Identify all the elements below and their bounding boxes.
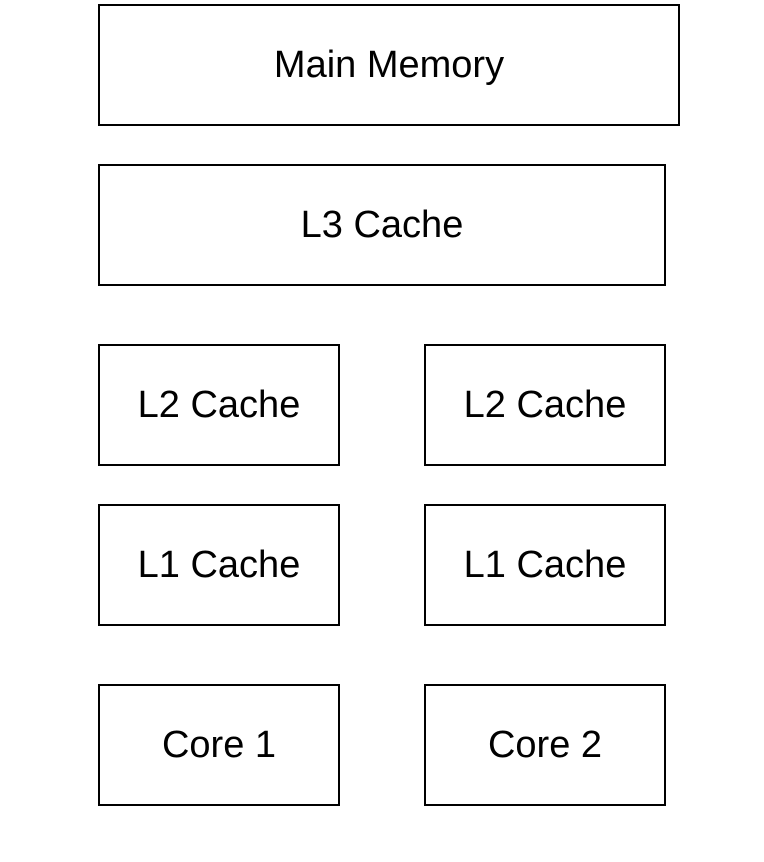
l1-cache-box-right: L1 Cache [424,504,666,626]
core-2-label: Core 2 [487,724,603,766]
core-1-label: Core 1 [161,724,277,766]
core-1-box: Core 1 [98,684,340,806]
main-memory-box: Main Memory [98,4,680,126]
l2-cache-label-left: L2 Cache [137,384,301,426]
l2-cache-box-left: L2 Cache [98,344,340,466]
l1-cache-box-left: L1 Cache [98,504,340,626]
l3-cache-box: L3 Cache [98,164,666,286]
l2-cache-label-right: L2 Cache [463,384,627,426]
l1-cache-label-right: L1 Cache [463,544,627,586]
l2-cache-box-right: L2 Cache [424,344,666,466]
core-2-box: Core 2 [424,684,666,806]
l1-cache-label-left: L1 Cache [137,544,301,586]
l3-cache-label: L3 Cache [300,204,464,246]
main-memory-label: Main Memory [273,44,505,86]
